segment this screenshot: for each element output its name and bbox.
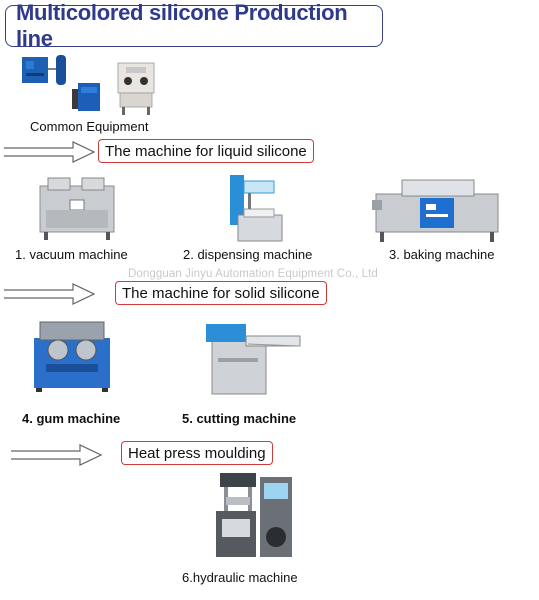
machine-2-label: 2. dispensing machine (183, 247, 313, 262)
arrow-icon (3, 283, 95, 305)
section-solid-label: The machine for solid silicone (122, 284, 320, 302)
section-heat-press: Heat press moulding (121, 441, 273, 465)
page-title: Multicolored silicone Production line (5, 0, 383, 51)
section-heat-label: Heat press moulding (128, 444, 266, 462)
section-liquid-silicone: The machine for liquid silicone (98, 139, 314, 163)
gum-machine-image (30, 318, 114, 394)
machine-5-label: 5. cutting machine (182, 411, 297, 426)
arrow-icon (3, 141, 95, 163)
common-equipment-image (22, 55, 172, 117)
vacuum-machine-image (36, 176, 118, 242)
dispensing-machine-image (224, 173, 286, 245)
page-title-text: Multicolored silicone Production line (16, 0, 348, 51)
section-solid-silicone: The machine for solid silicone (115, 281, 327, 305)
section-liquid-label: The machine for liquid silicone (105, 142, 307, 160)
common-equipment-label: Common Equipment (30, 119, 149, 134)
arrow-icon (10, 444, 102, 466)
machine-3-label: 3. baking machine (389, 247, 495, 262)
watermark-text: Dongguan Jinyu Automation Equipment Co.,… (128, 268, 378, 280)
machine-4-label: 4. gum machine (22, 411, 121, 426)
hydraulic-machine-image (214, 471, 296, 563)
baking-machine-image (372, 178, 502, 244)
machine-6-label: 6.hydraulic machine (182, 570, 298, 585)
machine-1-label: 1. vacuum machine (15, 247, 128, 262)
cutting-machine-image (198, 318, 302, 396)
